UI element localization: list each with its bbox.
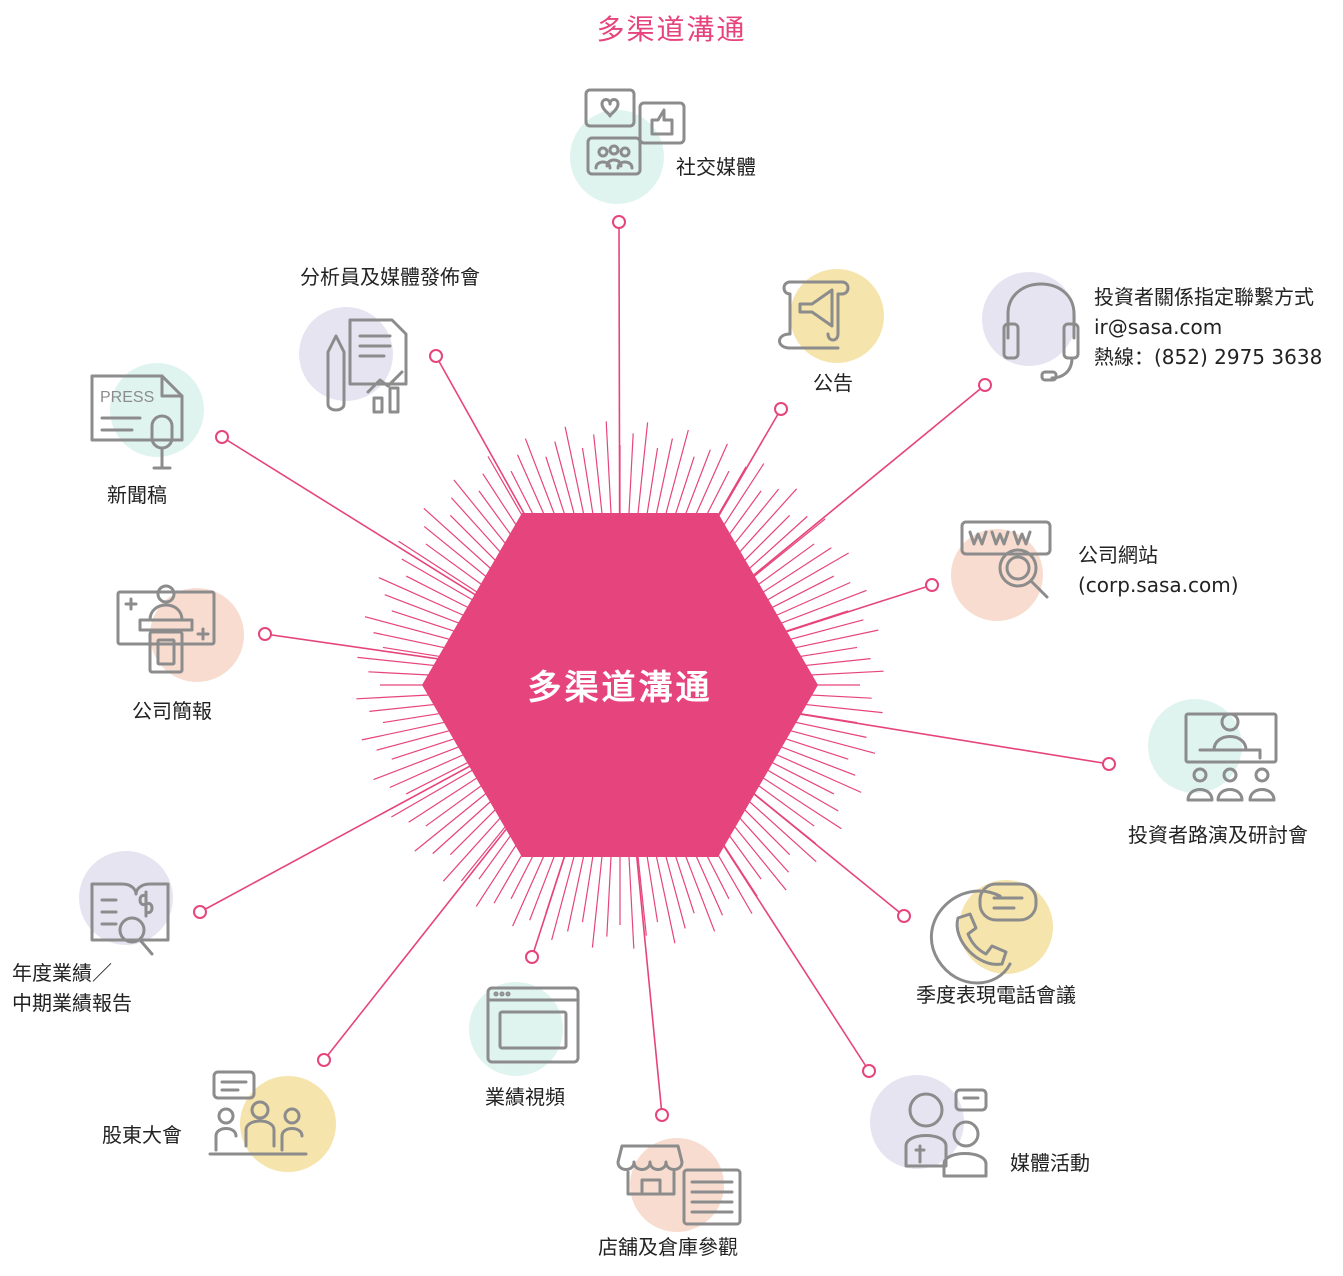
- meeting-icon: [208, 1070, 308, 1156]
- icon-bg-circle-social-media: [570, 110, 664, 204]
- icon-bg-circle-roadshow: [1148, 699, 1242, 793]
- icon-bg-circle-analyst-briefing: [299, 307, 393, 401]
- website-url[interactable]: (corp.sasa.com): [1078, 573, 1239, 597]
- connector-node-social-media: [612, 215, 626, 229]
- report-search-icon: [90, 882, 170, 956]
- label-analyst-briefing: 分析員及媒體發佈會: [300, 265, 480, 289]
- hub-hexagon: [422, 513, 818, 857]
- press-icon: PRESS: [90, 374, 184, 470]
- icon-bg-circle-annual-report: [79, 851, 173, 945]
- connector-node-roadshow: [1102, 757, 1116, 771]
- connector-node-results-video: [525, 950, 539, 964]
- label-media-events: 媒體活動: [1010, 1151, 1090, 1175]
- connector-node-presentation: [258, 627, 272, 641]
- browser-window-icon: [486, 986, 580, 1064]
- ir-contact-email[interactable]: ir@sasa.com: [1094, 315, 1223, 339]
- connector-node-media-events: [862, 1064, 876, 1078]
- icon-bg-circle-results-video: [469, 982, 563, 1076]
- label-press-release: 新聞稿: [107, 483, 167, 507]
- seminar-icon: [1184, 712, 1278, 802]
- label-conference-call: 季度表現電話會議: [916, 983, 1076, 1007]
- connector-node-press-release: [215, 430, 229, 444]
- icon-bg-circle-website: [951, 529, 1043, 621]
- label-presentation: 公司簡報: [132, 699, 212, 723]
- channel-icons: PRESS: [90, 88, 1278, 1226]
- icon-bg-circle-agm: [240, 1076, 336, 1172]
- annual-report-line1: 年度業績／: [12, 961, 112, 985]
- headset-icon: [1002, 282, 1080, 382]
- hub-label: 多渠道溝通: [527, 668, 713, 708]
- ir-contact-hotline: 熱線：(852) 2975 3638: [1094, 345, 1323, 369]
- connector-node-analyst-briefing: [429, 349, 443, 363]
- page-title: 多渠道溝通: [596, 13, 747, 46]
- icon-bg-circle-store-visit: [630, 1138, 724, 1232]
- connector-nodes: [193, 215, 1116, 1122]
- label-social-media: 社交媒體: [676, 155, 756, 179]
- social-media-icon: [584, 88, 686, 176]
- connector-node-agm: [317, 1053, 331, 1067]
- annual-report-line2: 中期業績報告: [12, 991, 132, 1015]
- label-roadshow: 投資者路演及研討會: [1128, 823, 1308, 847]
- ir-contact-title: 投資者關係指定聯繫方式: [1094, 285, 1314, 309]
- connector-node-ir-contact: [978, 378, 992, 392]
- report-chart-icon: [326, 318, 408, 414]
- icon-bg-circle-conference-call: [959, 880, 1053, 974]
- label-announcement: 公告: [813, 371, 853, 395]
- interview-icon: [904, 1088, 988, 1178]
- website-title: 公司網站: [1078, 543, 1158, 567]
- connector-node-website: [925, 578, 939, 592]
- label-store-visit: 店舖及倉庫參觀: [598, 1235, 738, 1259]
- label-ir-contact: 投資者關係指定聯繫方式 ir@sasa.com 熱線：(852) 2975 36…: [1094, 282, 1322, 372]
- svg-text:PRESS: PRESS: [100, 389, 154, 406]
- connector-node-conference-call: [897, 909, 911, 923]
- label-website: 公司網站 (corp.sasa.com): [1078, 540, 1239, 600]
- megaphone-icon: [778, 280, 850, 350]
- label-annual-report: 年度業績／ 中期業績報告: [12, 958, 132, 1018]
- label-agm: 股東大會: [102, 1123, 182, 1147]
- connector-node-annual-report: [193, 905, 207, 919]
- www-search-icon: [960, 520, 1052, 599]
- connector-node-store-visit: [655, 1108, 669, 1122]
- connector-node-announcement: [774, 402, 788, 416]
- label-results-video: 業績視頻: [485, 1085, 565, 1109]
- store-icon: [616, 1144, 742, 1226]
- presenter-icon: [116, 584, 216, 674]
- phone-chat-icon: [930, 882, 1038, 985]
